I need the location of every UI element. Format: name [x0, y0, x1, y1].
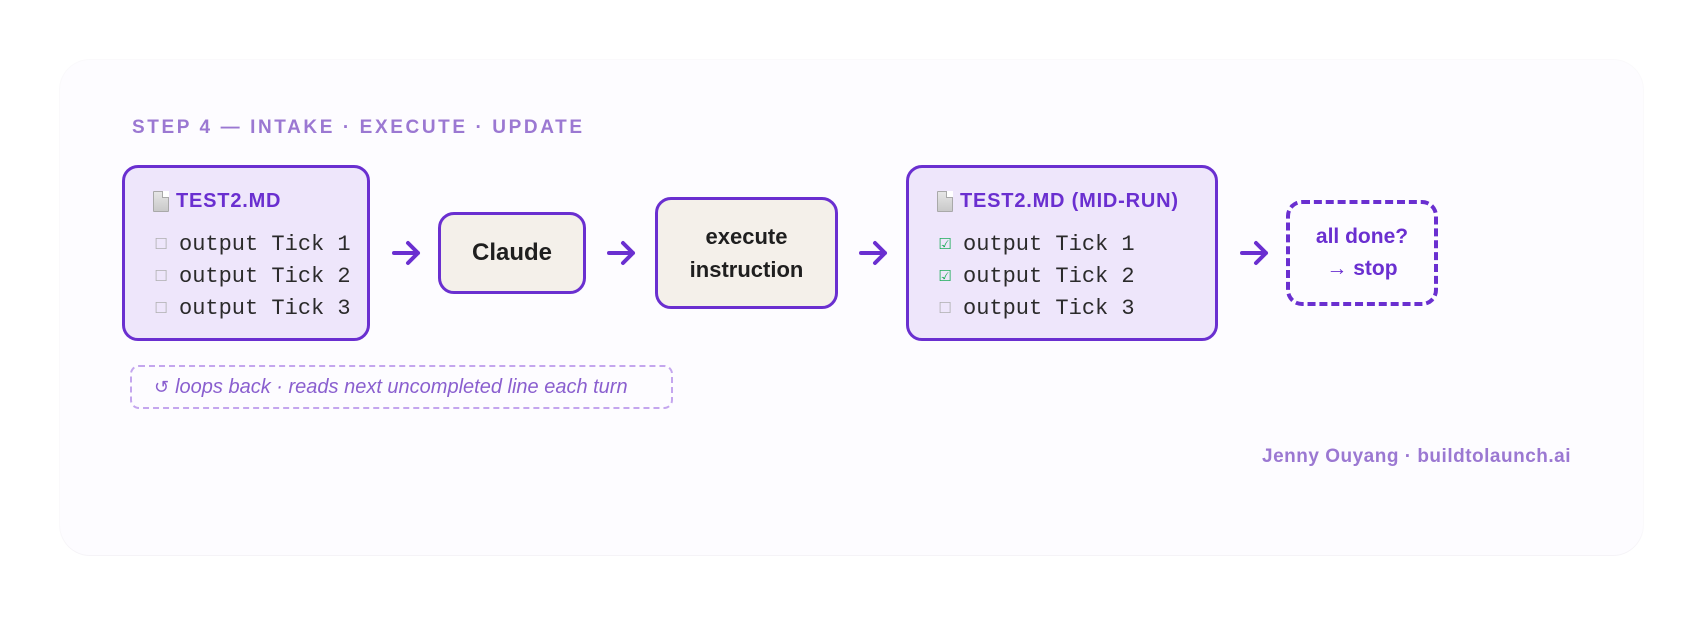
- task-item: ☐ output Tick 3: [937, 292, 1135, 324]
- unchecked-box-icon: ☐: [154, 299, 168, 317]
- loop-back-icon: ↺: [154, 376, 170, 398]
- loop-note-text: loops back · reads next uncompleted line…: [175, 375, 628, 398]
- claude-label: Claude: [471, 239, 552, 266]
- unchecked-box-icon: ☐: [938, 299, 952, 317]
- document-icon: [153, 191, 169, 212]
- task-item: ☐ output Tick 3: [153, 292, 351, 324]
- diagram-card: STEP 4 — INTAKE · EXECUTE · UPDATE TEST2…: [60, 60, 1643, 555]
- input-task-list: ☐ output Tick 1 ☐ output Tick 2 ☐ output…: [153, 228, 351, 324]
- task-item: ☑ output Tick 1: [937, 228, 1135, 260]
- input-file-box: TEST2.MD ☐ output Tick 1 ☐ output Tick 2…: [122, 165, 370, 341]
- task-text: output Tick 3: [179, 295, 351, 321]
- output-task-list: ☑ output Tick 1 ☑ output Tick 2 ☐ output…: [937, 228, 1135, 324]
- task-text: output Tick 2: [179, 263, 351, 289]
- task-text: output Tick 1: [179, 231, 351, 257]
- unchecked-box-icon: ☐: [154, 235, 168, 253]
- step-title: STEP 4 — INTAKE · EXECUTE · UPDATE: [132, 117, 585, 138]
- execute-label-line1: execute: [705, 224, 788, 249]
- right-arrow-icon: [1240, 241, 1268, 265]
- task-item: ☐ output Tick 1: [153, 228, 351, 260]
- unchecked-box-icon: ☐: [154, 267, 168, 285]
- loop-note: ↺ loops back · reads next uncompleted li…: [130, 365, 673, 409]
- task-text: output Tick 1: [963, 231, 1135, 257]
- task-text: output Tick 2: [963, 263, 1135, 289]
- author-credit: Jenny Ouyang · buildtolaunch.ai: [1262, 446, 1571, 467]
- claude-box: Claude: [438, 212, 586, 294]
- right-arrow-icon: [392, 241, 420, 265]
- execute-instruction-box: execute instruction: [655, 197, 838, 309]
- output-file-name: TEST2.MD (MID-RUN): [960, 190, 1179, 212]
- right-arrow-icon: [859, 241, 887, 265]
- input-file-header: TEST2.MD: [153, 190, 281, 213]
- output-file-box: TEST2.MD (MID-RUN) ☑ output Tick 1 ☑ out…: [906, 165, 1218, 341]
- input-file-name: TEST2.MD: [176, 190, 282, 212]
- document-icon: [937, 191, 953, 212]
- all-done-stop-box: all done? → stop: [1286, 200, 1438, 306]
- checked-box-icon: ☑: [938, 267, 952, 285]
- right-arrow-icon: [607, 241, 635, 265]
- task-item: ☐ output Tick 2: [153, 260, 351, 292]
- checked-box-icon: ☑: [938, 235, 952, 253]
- stop-label-line1: all done?: [1315, 225, 1409, 248]
- task-text: output Tick 3: [963, 295, 1135, 321]
- execute-label-line2: instruction: [689, 257, 804, 282]
- task-item: ☑ output Tick 2: [937, 260, 1135, 292]
- stop-label-line2: → stop: [1326, 257, 1398, 280]
- output-file-header: TEST2.MD (MID-RUN): [937, 190, 1179, 213]
